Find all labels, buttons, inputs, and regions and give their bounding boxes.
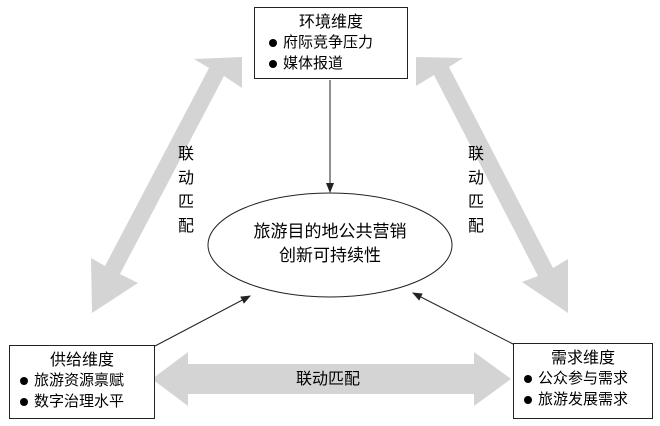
environment-list: 府际竞争压力 媒体报道 — [269, 32, 407, 74]
bullet-icon — [20, 376, 28, 385]
demand-list: 公众参与需求 旅游发展需求 — [524, 368, 652, 410]
bullet-icon — [269, 59, 277, 68]
supply-box: 供给维度 旅游资源禀赋 数字治理水平 — [9, 345, 155, 419]
list-item: 公众参与需求 — [524, 368, 652, 389]
demand-box: 需求维度 公众参与需求 旅游发展需求 — [513, 343, 653, 419]
center-line-2: 创新可持续性 — [279, 246, 381, 266]
environment-item-1: 府际竞争压力 — [283, 33, 374, 51]
list-item: 旅游发展需求 — [524, 389, 652, 410]
demand-to-center-arrow — [412, 292, 514, 345]
list-item: 媒体报道 — [269, 53, 407, 74]
right-double-arrow — [416, 57, 568, 313]
bottom-link-label: 联动匹配 — [296, 369, 361, 388]
supply-list: 旅游资源禀赋 数字治理水平 — [20, 370, 154, 412]
bullet-icon — [524, 374, 532, 383]
demand-item-1: 公众参与需求 — [538, 369, 629, 387]
supply-item-2: 数字治理水平 — [34, 392, 125, 410]
supply-item-1: 旅游资源禀赋 — [34, 371, 125, 389]
list-item: 旅游资源禀赋 — [20, 370, 154, 391]
left-double-arrow — [91, 57, 242, 313]
center-line-1: 旅游目的地公共营销 — [253, 222, 407, 242]
bottom-double-arrow — [152, 352, 511, 406]
environment-item-2: 媒体报道 — [283, 54, 344, 72]
demand-title: 需求维度 — [550, 348, 615, 367]
center-node-text: 旅游目的地公共营销 创新可持续性 — [210, 220, 450, 268]
environment-title: 环境维度 — [298, 12, 363, 31]
environment-box: 环境维度 府际竞争压力 媒体报道 — [254, 7, 408, 79]
right-link-label: 联动匹配 — [467, 144, 484, 235]
center-ellipse — [207, 192, 453, 298]
list-item: 数字治理水平 — [20, 391, 154, 412]
bullet-icon — [20, 397, 28, 406]
bullet-icon — [269, 38, 277, 47]
demand-item-2: 旅游发展需求 — [538, 390, 629, 408]
left-link-label: 联动匹配 — [177, 144, 194, 235]
bullet-icon — [524, 395, 532, 404]
list-item: 府际竞争压力 — [269, 32, 407, 53]
supply-to-center-arrow — [154, 295, 251, 347]
supply-title: 供给维度 — [49, 350, 114, 369]
